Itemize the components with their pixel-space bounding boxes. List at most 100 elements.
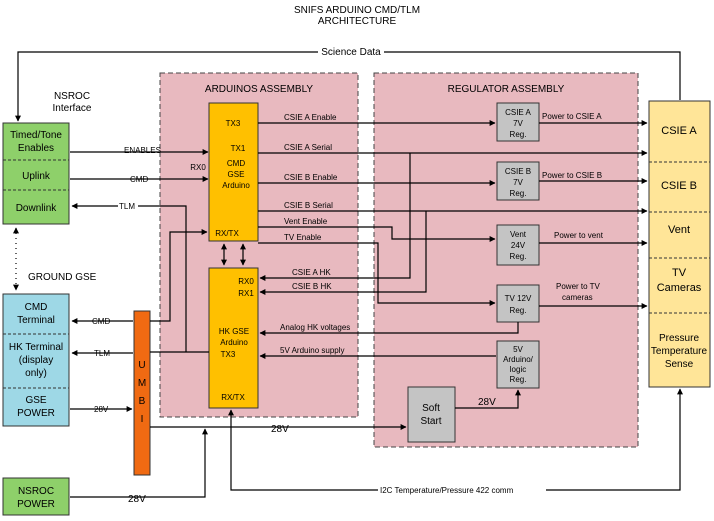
cmd-terminal-label-line1: CMD [25,302,48,313]
csie-b-reg-line1: CSIE B [505,167,531,176]
csie-a-serial-label: CSIE A Serial [284,143,332,152]
downlink-label: Downlink [16,203,58,214]
csie-b-reg-line2: 7V [513,178,523,187]
cmd-arduino-name-line1: CMD [227,159,245,168]
umbi-letter-i: I [141,414,144,425]
gse-power-label-line1: GSE [25,395,46,406]
csie-a-reg-line1: CSIE A [505,108,531,117]
i2c-comm-label: I2C Temperature/Pressure 422 comm [380,486,514,495]
cmd-arduino-tx1: TX1 [231,144,246,153]
vent-reg-line1: Vent [510,230,527,239]
diagram-title-line2: ARCHITECTURE [318,16,397,27]
hk-arduino-name-line2: Arduino [220,338,248,347]
enables-label: ENABLES [124,146,161,155]
nsroc-power-label-line1: NSROC [18,486,54,497]
tlm-downlink-label: TLM [119,202,135,211]
nsroc-interface-label-line1: NSROC [54,91,90,102]
tlm-downlink-line [71,203,187,352]
logic-reg-line1: 5V [513,345,523,354]
cmd-arduino-name-line2: GSE [228,170,245,179]
cmd-uplink-label: CMD [130,175,148,184]
soft-start-28v-label: 28V [478,397,496,408]
ground-gse-label: GROUND GSE [28,272,97,283]
logic-5v-reg [496,340,540,389]
umbi-28v-label: 28V [271,424,289,435]
uplink-label: Uplink [22,171,51,182]
csie-b-7v-reg [496,161,540,201]
csie-a-hk-line [259,153,411,281]
nsroc-interface-label-line2: Interface [53,103,92,114]
umbi-to-cmd-arduino-line [150,229,208,322]
hk-terminal-label-line3: only) [25,368,47,379]
gse-28v-label: 28V [94,405,109,414]
payload-column [648,100,711,388]
hk-arduino-name-line1: HK GSE [219,327,249,336]
nsroc-interface-box [2,122,70,225]
umbi-letter-u: U [138,360,145,371]
tv-reg-line1: TV 12V [505,294,532,303]
payload-sense-line3: Sense [665,359,694,370]
payload-tv-cameras-line1: TV [672,267,687,279]
logic-reg-line3: logic [510,365,526,374]
csie-b-serial-label: CSIE B Serial [284,201,333,210]
vent-reg-line3: Reg. [510,252,527,261]
umbi-letter-b: B [139,396,146,407]
tv-reg-line2: Reg. [510,306,527,315]
diagram-title-line1: SNIFS ARDUINO CMD/TLM [294,5,420,16]
hk-arduino-tx3: TX3 [221,350,236,359]
hk-arduino-rxtx: RX/TX [221,393,245,402]
soft-start [407,386,456,443]
csie-a-hk-label: CSIE A HK [292,268,331,277]
vent-24v-reg [496,224,540,266]
science-data-label: Science Data [321,47,381,58]
vent-enable-line [258,226,496,242]
ground-gse-box [2,293,70,427]
analog-hk-line [259,322,519,336]
hk-arduino-rx0: RX0 [238,277,254,286]
vent-enable-label: Vent Enable [284,217,328,226]
csie-a-enable-label: CSIE A Enable [284,113,337,122]
supply-5v-label: 5V Arduino supply [280,346,345,355]
tlm-gse-label: TLM [94,349,110,358]
tv-enable-label: TV Enable [284,233,322,242]
cmd-terminal-label-line2: Terminal [17,315,55,326]
csie-a-7v-reg [496,102,540,142]
payload-csie-a: CSIE A [661,125,697,137]
power-vent-label: Power to vent [554,231,604,240]
payload-csie-b: CSIE B [661,180,697,192]
tv-enable-line [258,242,496,306]
cmd-gse-arduino [208,102,259,242]
umbi-connector [133,310,151,476]
soft-start-line2: Start [420,416,441,427]
timed-tone-label-line1: Timed/Tone [10,130,62,141]
payload-vent: Vent [668,224,690,236]
hk-arduino-rx1: RX1 [238,289,254,298]
tv-12v-reg [496,284,540,323]
tlm-downlink-label-bg [118,201,138,211]
analog-hk-label: Analog HK voltages [280,323,350,332]
cmd-arduino-rxtx: RX/TX [215,229,239,238]
payload-sense-line1: Pressure [659,333,699,344]
csie-b-reg-line3: Reg. [510,189,527,198]
csie-a-reg-line3: Reg. [510,130,527,139]
gse-power-label-line2: POWER [17,408,55,419]
soft-start-line1: Soft [422,403,440,414]
nsroc-28v-label: 28V [128,494,146,505]
power-tv-label-line2: cameras [562,293,593,302]
logic-reg-line2: Arduino/ [503,355,534,364]
csie-a-reg-line2: 7V [513,119,523,128]
cmd-arduino-name-line3: Arduino [222,181,250,190]
cmd-arduino-tx3: TX3 [226,119,241,128]
csie-b-enable-label: CSIE B Enable [284,173,338,182]
csie-b-hk-line [259,211,427,295]
hk-terminal-label-line1: HK Terminal [9,342,63,353]
vent-reg-line2: 24V [511,241,526,250]
payload-tv-cameras-line2: Cameras [657,282,702,294]
power-csie-a-label: Power to CSIE A [542,112,602,121]
logic-reg-line4: Reg. [510,375,527,384]
science-data-label-bg [318,46,384,57]
arduinos-assembly-container [159,72,359,418]
nsroc-28v-line [70,428,208,498]
cmd-gse-label: CMD [92,317,110,326]
umbi-letter-m: M [138,378,146,389]
